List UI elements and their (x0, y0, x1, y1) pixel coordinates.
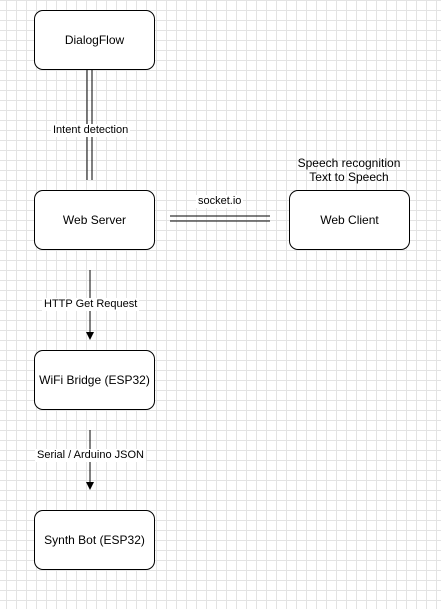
node-web-server[interactable]: Web Server (34, 190, 155, 250)
arrowhead-icon (86, 332, 94, 340)
node-synth-bot[interactable]: Synth Bot (ESP32) (34, 510, 155, 570)
edge-label-socket-io: socket.io (196, 195, 244, 208)
edge-label-http-get-request: HTTP Get Request (42, 298, 140, 311)
node-web-client-label: Web Client (320, 213, 379, 227)
arrowhead-icon (86, 482, 94, 490)
edge-label-serial-arduino-json: Serial / Arduino JSON (35, 449, 146, 462)
node-wifi-bridge[interactable]: WiFi Bridge (ESP32) (34, 350, 155, 410)
web-client-caption-line1: Speech recognition (297, 156, 401, 170)
node-web-client[interactable]: Web Client (289, 190, 410, 250)
node-wifi-bridge-label: WiFi Bridge (ESP32) (39, 373, 150, 387)
edge-webserver-webclient (170, 215, 270, 222)
web-client-caption-line2: Text to Speech (309, 170, 389, 184)
node-dialogflow-label: DialogFlow (64, 33, 125, 47)
edge-label-intent-detection: Intent detection (51, 124, 131, 137)
node-dialogflow[interactable]: DialogFlow (34, 10, 155, 70)
node-synth-bot-label: Synth Bot (ESP32) (44, 533, 145, 547)
web-client-caption: Speech recognition Text to Speech (279, 156, 419, 184)
node-web-server-label: Web Server (62, 213, 127, 227)
